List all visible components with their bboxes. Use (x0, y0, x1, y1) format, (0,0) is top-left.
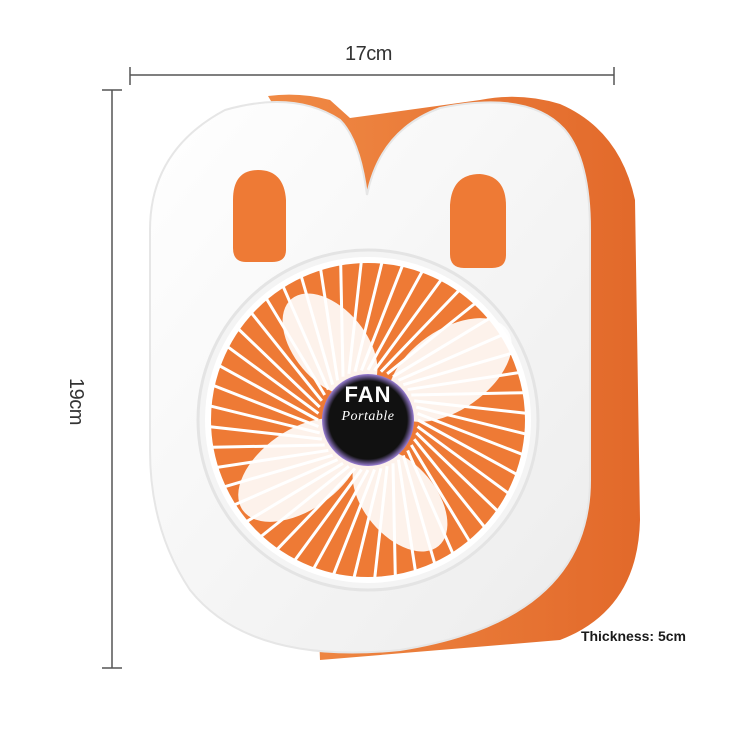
grille-spoke (237, 328, 321, 409)
width-label: 17cm (345, 43, 392, 65)
grille-spoke (246, 462, 344, 523)
grille-spoke (416, 425, 509, 495)
grille-spokes (209, 261, 527, 579)
fan-hub (322, 374, 414, 466)
grille-spoke (224, 453, 334, 489)
grille-spoke (406, 449, 455, 554)
grille-spoke (417, 412, 523, 456)
grille-spoke (227, 345, 320, 415)
grille-spoke (353, 262, 384, 373)
grille-spoke (352, 467, 383, 578)
grille-spoke (391, 463, 397, 576)
grille-spoke (281, 286, 330, 391)
grille-spoke (332, 469, 376, 575)
grille-spoke (312, 469, 370, 570)
grille-spoke (414, 399, 527, 415)
grille-outer-rim (205, 257, 531, 583)
grille-spoke (366, 270, 424, 371)
width-dimension-line (129, 67, 615, 85)
grille-spoke (319, 269, 340, 381)
grille-spoke (410, 444, 471, 542)
grille-spoke (260, 465, 350, 538)
height-dimension-line (102, 89, 122, 669)
grille-spoke (401, 454, 437, 564)
grille-spoke (276, 467, 357, 551)
grille-spoke (299, 276, 335, 386)
grille-spoke (373, 279, 443, 372)
grille-spoke (210, 404, 321, 435)
grille-spoke (250, 312, 323, 402)
ear-hole-right (450, 174, 506, 268)
height-label: 19cm (64, 378, 87, 425)
grille-spoke (265, 298, 326, 396)
grille-spoke (213, 384, 319, 428)
grille-spoke (386, 302, 476, 375)
grille-spoke (218, 364, 319, 422)
grille-spoke (360, 265, 404, 371)
grille-spoke (212, 443, 325, 449)
grille-spoke (415, 431, 499, 512)
grille-spoke (373, 466, 389, 579)
grille-spoke (379, 289, 460, 373)
grille-spoke (402, 351, 512, 387)
grille-spoke (339, 264, 345, 377)
grille-spoke (415, 405, 526, 436)
grille-spoke (411, 391, 524, 397)
grille-spoke (396, 459, 417, 571)
grille-spoke (209, 425, 322, 441)
grille-spoke (217, 448, 329, 469)
ear-hole-left (233, 170, 286, 262)
grille-spoke (397, 333, 502, 382)
grille-spoke (347, 261, 363, 374)
grille-spoke (392, 317, 490, 378)
thickness-label: Thickness: 5cm (580, 628, 686, 644)
grille-spoke (293, 468, 363, 561)
grille-spoke (234, 458, 339, 507)
grille-spoke (413, 438, 486, 528)
grille-spoke (407, 371, 519, 392)
grille-spoke (417, 418, 518, 476)
